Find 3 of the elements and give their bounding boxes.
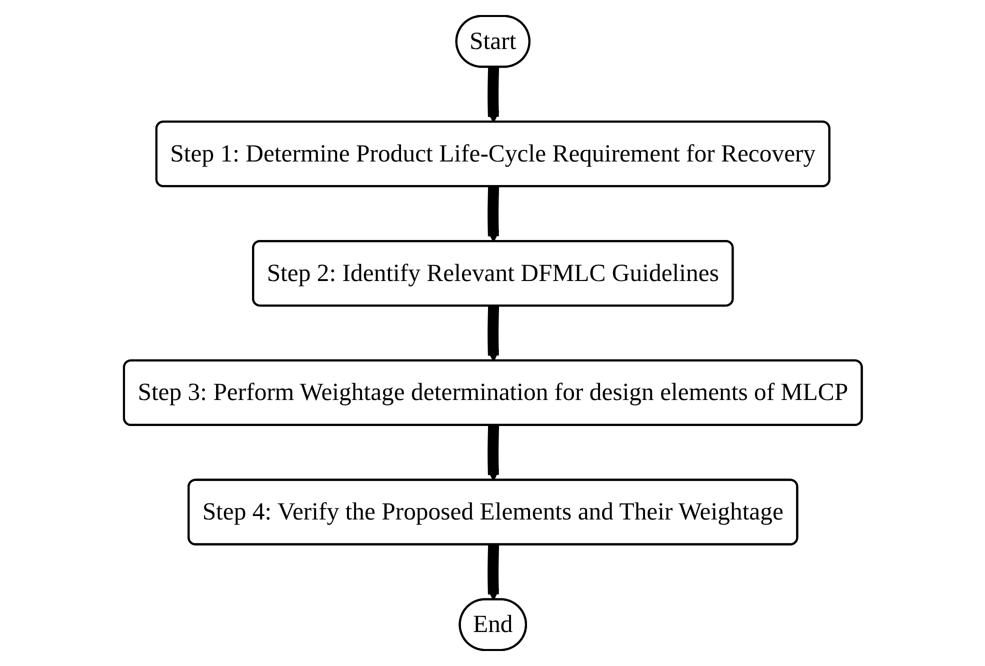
arrow: [486, 186, 499, 242]
arrow: [486, 544, 499, 600]
arrow: [486, 66, 499, 123]
